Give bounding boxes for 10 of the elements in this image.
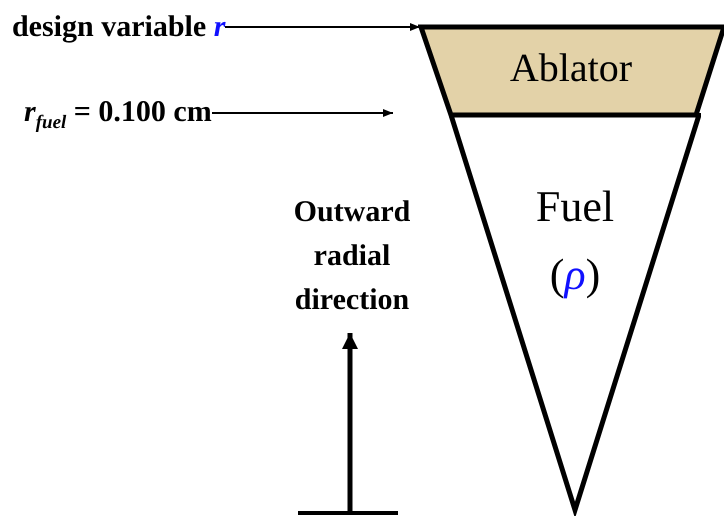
density-symbol: (ρ) xyxy=(550,251,600,300)
variable-label: design variable r xyxy=(12,7,226,47)
radius-label: r$_{fuel}$ = 0.100 cm xyxy=(24,92,212,132)
layer-label: Fuel xyxy=(536,183,614,232)
ablator-layer xyxy=(418,24,724,118)
leader-arrow xyxy=(225,23,420,31)
layer-label: Ablator xyxy=(510,46,632,90)
fuel-layer xyxy=(449,113,701,516)
direction-label: Outward radial direction xyxy=(292,194,412,318)
leader-arrow xyxy=(212,109,393,117)
